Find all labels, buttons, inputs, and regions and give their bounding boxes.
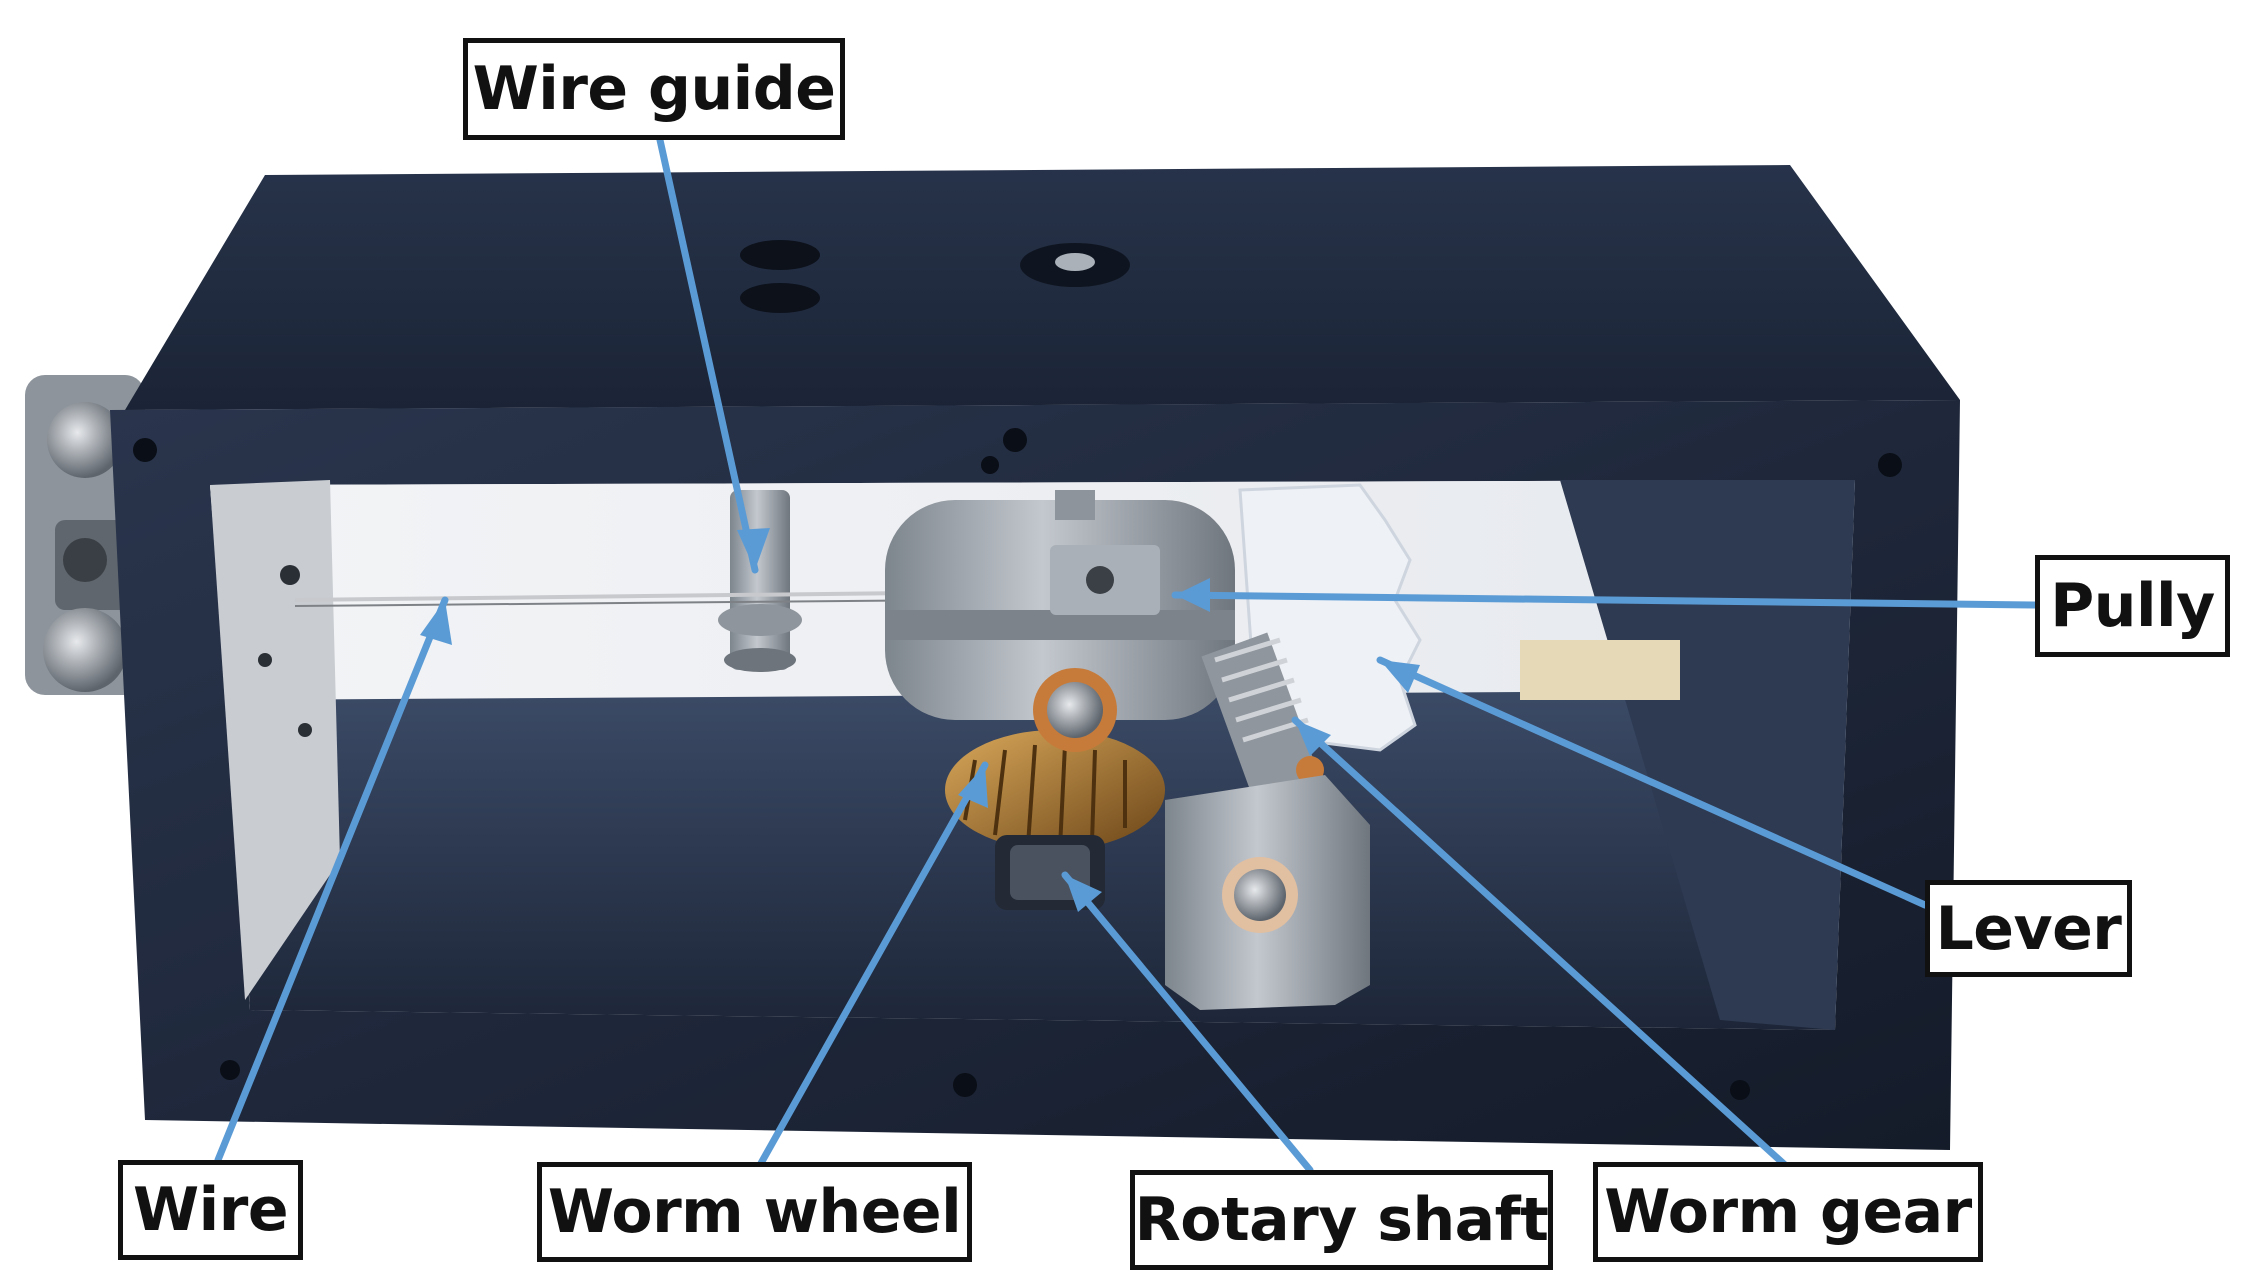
frame-screws [133,428,1902,1100]
rear-block [1520,640,1680,700]
leader-wire-guide [656,136,759,574]
left-bracket [210,480,340,1000]
leader-pully [1171,591,2039,609]
pully-part [885,490,1235,720]
housing-top-plate [125,165,1960,410]
worm-wheel-part [945,730,1165,850]
label-wire-guide: Wire guide [463,38,845,140]
label-rotary-shaft: Rotary shaft [1130,1170,1553,1270]
label-worm-gear: Worm gear [1593,1162,1983,1262]
label-lever: Lever [1925,880,2132,977]
leader-lever [1376,656,1929,909]
top-hole [740,283,820,313]
label-pully: Pully [2035,555,2230,657]
top-hole [740,240,820,270]
pulley-bolt [1033,668,1117,752]
right-wall [1560,480,1855,1030]
top-bearing-center [1055,253,1095,271]
leader-rotary-shaft [1061,871,1314,1174]
label-worm-wheel: Worm wheel [537,1162,972,1262]
label-wire: Wire [118,1160,303,1260]
housing-front-frame [110,400,1960,1150]
wire-guide-part [718,490,802,672]
bearing-block [1165,775,1370,1010]
leader-wire [214,596,449,1164]
leader-lines [214,136,2039,1174]
arrowheads [420,528,1420,912]
leader-worm-wheel [756,761,989,1169]
leader-worm-gear [1291,716,1789,1169]
